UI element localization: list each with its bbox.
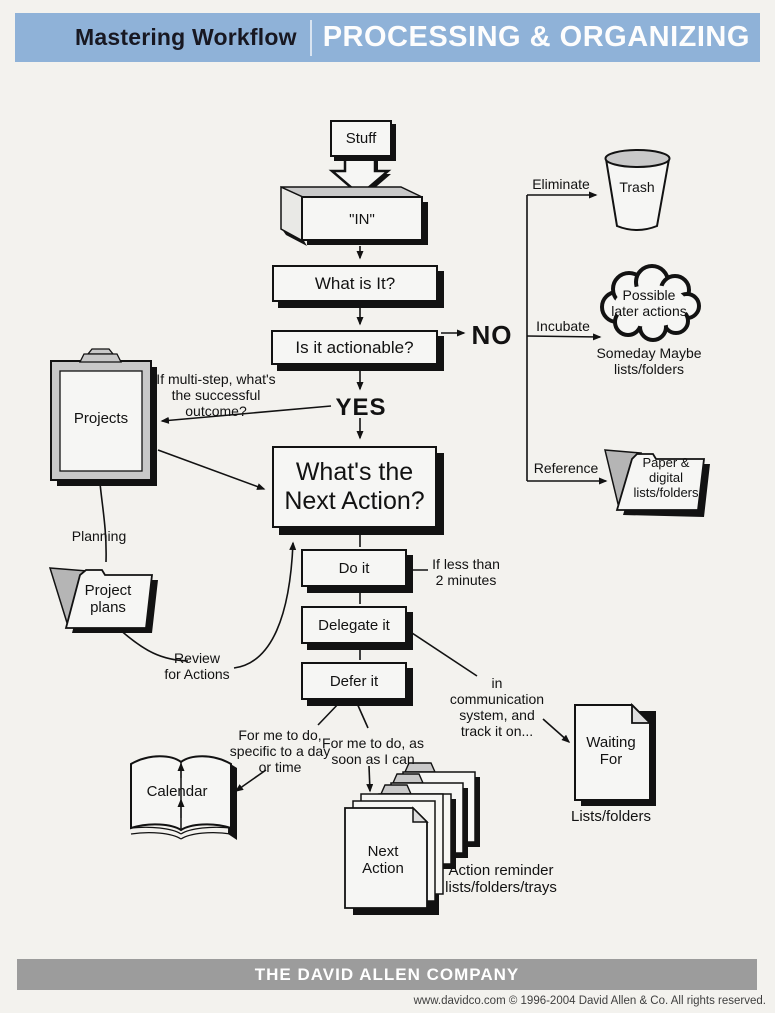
possible-later-actions-label: Possible later actions <box>611 287 687 319</box>
connector-review-nextaction <box>233 541 297 669</box>
front-sheet <box>344 806 429 909</box>
stuff-down-arrow <box>328 155 392 198</box>
projects-label: Projects <box>73 410 129 427</box>
brand-title: Mastering Workflow <box>75 24 297 50</box>
page-title: PROCESSING & ORGANIZING <box>322 21 750 53</box>
connector-defer-soonnote <box>355 700 369 729</box>
calendar-note: For me to do, specific to a day or time <box>229 727 331 775</box>
connector-calnote-calendar <box>234 769 267 792</box>
connector-yes-projects <box>160 405 332 424</box>
no-label: NO <box>471 320 513 350</box>
if-less-than-note: If less than 2 minutes <box>432 556 500 588</box>
lists-folders-label: Lists/folders <box>570 808 652 825</box>
someday-maybe-label: Someday Maybe lists/folders <box>596 345 702 377</box>
in-tray-shape <box>280 185 428 246</box>
calendar-label: Calendar <box>146 783 208 800</box>
connector-incubate <box>526 333 602 341</box>
trash-label: Trash <box>619 179 655 195</box>
next-action-label: Next Action <box>362 843 404 878</box>
yes-label: YES <box>335 394 387 421</box>
projects-clipboard-icon <box>50 348 157 486</box>
stuff-box: Stuff <box>330 120 392 157</box>
header-band: Mastering Workflow PROCESSING & ORGANIZI… <box>15 13 760 62</box>
defer-it-box: Defer it <box>301 662 407 700</box>
next-action-stack-icon <box>344 762 480 915</box>
waiting-for-page-icon <box>574 702 656 806</box>
connector-delegate-comm <box>408 630 478 677</box>
connector-defer-calnote <box>317 700 342 726</box>
whats-next-action-box: What's the Next Action? <box>272 446 437 528</box>
someday-cloud-shape <box>600 264 701 342</box>
soon-as-i-can-note: For me to do, as soon as I can <box>322 735 424 767</box>
reference-label: Reference <box>533 460 599 476</box>
connector-projects-nextaction <box>157 449 266 490</box>
multi-step-note: If multi-step, what's the successful out… <box>156 371 276 419</box>
connector-plans-review <box>117 627 189 662</box>
connector-lines <box>99 191 608 793</box>
copyright-text: www.davidco.com © 1996-2004 David Allen … <box>413 995 766 1007</box>
company-name: THE DAVID ALLEN COMPANY <box>254 964 520 984</box>
delegate-it-box: Delegate it <box>301 606 407 644</box>
trash-icon <box>604 149 671 231</box>
is-it-actionable-box: Is it actionable? <box>271 330 438 365</box>
comm-system-note: in communication system, and track it on… <box>449 675 545 739</box>
project-plans-folder-icon <box>48 567 158 633</box>
eliminate-label: Eliminate <box>532 176 590 192</box>
header-divider <box>309 19 312 56</box>
what-is-it-box: What is It? <box>272 265 438 302</box>
connector-comm-waiting <box>542 718 571 743</box>
incubate-label: Incubate <box>536 318 590 334</box>
in-tray-label: "IN" <box>349 211 375 228</box>
review-for-actions-label: Review for Actions <box>164 650 230 682</box>
connector-soonnote-stack <box>366 765 374 793</box>
calendar-book-icon <box>130 755 237 840</box>
paper-digital-folder-label: Paper & digital lists/folders <box>633 455 699 500</box>
action-reminder-label: Action reminder lists/folders/trays <box>445 862 557 897</box>
footer-band: THE DAVID ALLEN COMPANY <box>17 959 757 990</box>
waiting-for-label: Waiting For <box>586 734 636 769</box>
project-plans-label: Project plans <box>84 582 132 617</box>
planning-label: Planning <box>71 528 127 544</box>
do-it-box: Do it <box>301 549 407 587</box>
connector-projects-planning <box>99 482 107 563</box>
reference-folder-icon <box>604 449 710 517</box>
